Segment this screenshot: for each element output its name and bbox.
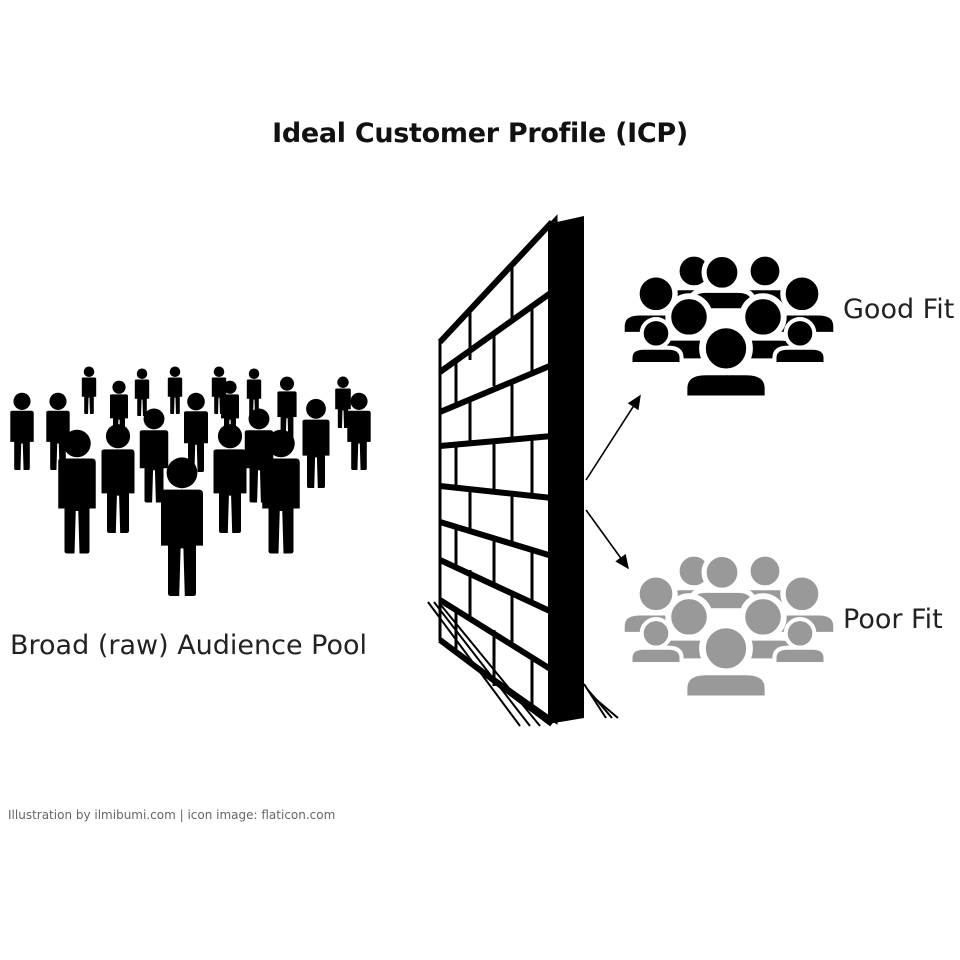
poor-fit-group-icon <box>622 554 836 699</box>
wall-icon <box>427 214 619 727</box>
diagram-title: Ideal Customer Profile (ICP) <box>272 118 688 149</box>
good-fit-group-icon <box>622 254 836 399</box>
poor-fit-label: Poor Fit <box>843 604 943 635</box>
arrow-icon <box>585 394 641 570</box>
audience-pool-label: Broad (raw) Audience Pool <box>10 630 368 661</box>
crowd-icon <box>10 366 371 596</box>
good-fit-label: Good Fit <box>843 294 955 325</box>
credit-text: Illustration by ilmibumi.com | icon imag… <box>8 808 336 822</box>
